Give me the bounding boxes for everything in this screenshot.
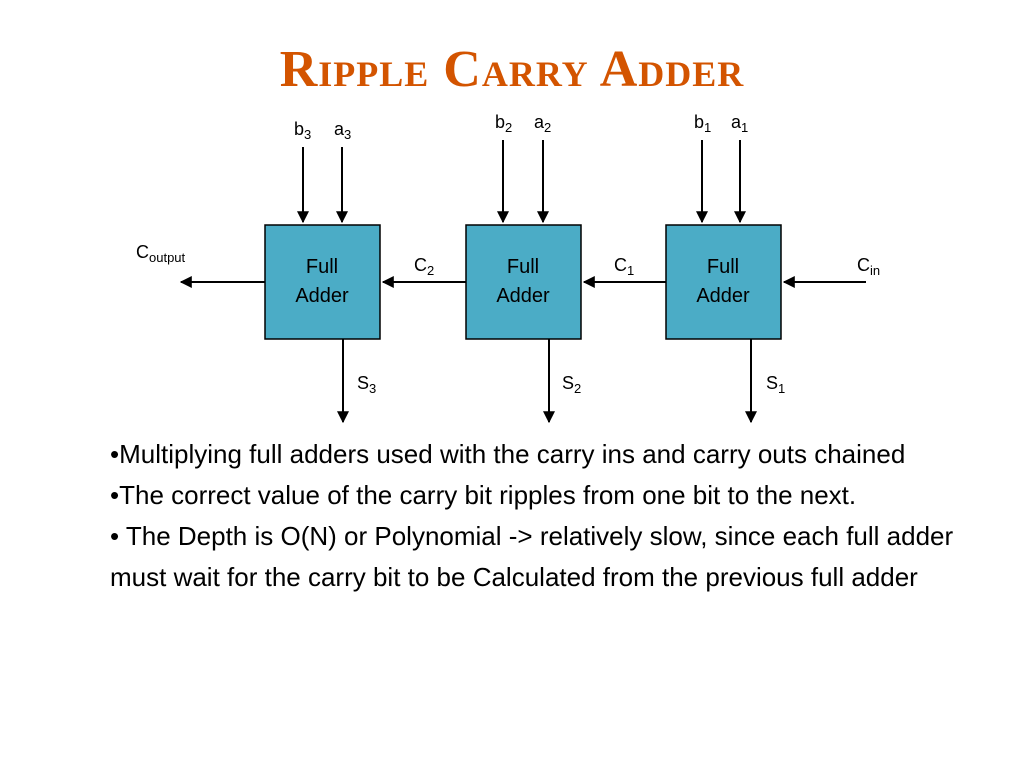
full-adder-1-line2: Adder	[696, 285, 750, 307]
label-a1: a1	[731, 112, 748, 135]
full-adder-2-line1: Full	[507, 256, 539, 278]
label-b3: b3	[294, 119, 311, 142]
full-adder-2-line2: Adder	[496, 285, 550, 307]
label-a3: a3	[334, 119, 351, 142]
label-c1: C1	[614, 255, 634, 278]
label-c2: C2	[414, 255, 434, 278]
label-c-output: Coutput	[136, 242, 186, 265]
label-s3: S3	[357, 373, 376, 396]
full-adder-2	[465, 224, 582, 340]
bullet-item: •Multiplying full adders used with the c…	[110, 439, 906, 469]
label-b1: b1	[694, 112, 711, 135]
label-s2: S2	[562, 373, 581, 396]
bullet-list: •Multiplying full adders used with the c…	[110, 434, 970, 598]
full-adder-1-line1: Full	[707, 256, 739, 278]
full-adder-3-line1: Full	[306, 256, 338, 278]
full-adder-1	[665, 224, 782, 340]
ripple-carry-adder-diagram: Full Adder Full Adder Full Adder b3 a3 b…	[136, 112, 880, 424]
slide-title: Ripple Carry Adder	[279, 41, 745, 98]
label-b2: b2	[495, 112, 512, 135]
label-c-in: Cin	[857, 255, 880, 278]
bullet-item: •The correct value of the carry bit ripp…	[110, 480, 857, 510]
full-adder-3-line2: Adder	[295, 285, 349, 307]
bullet-item: • The Depth is O(N) or Polynomial -> rel…	[110, 521, 954, 592]
label-s1: S1	[766, 373, 785, 396]
full-adder-3	[264, 224, 381, 340]
label-a2: a2	[534, 112, 551, 135]
